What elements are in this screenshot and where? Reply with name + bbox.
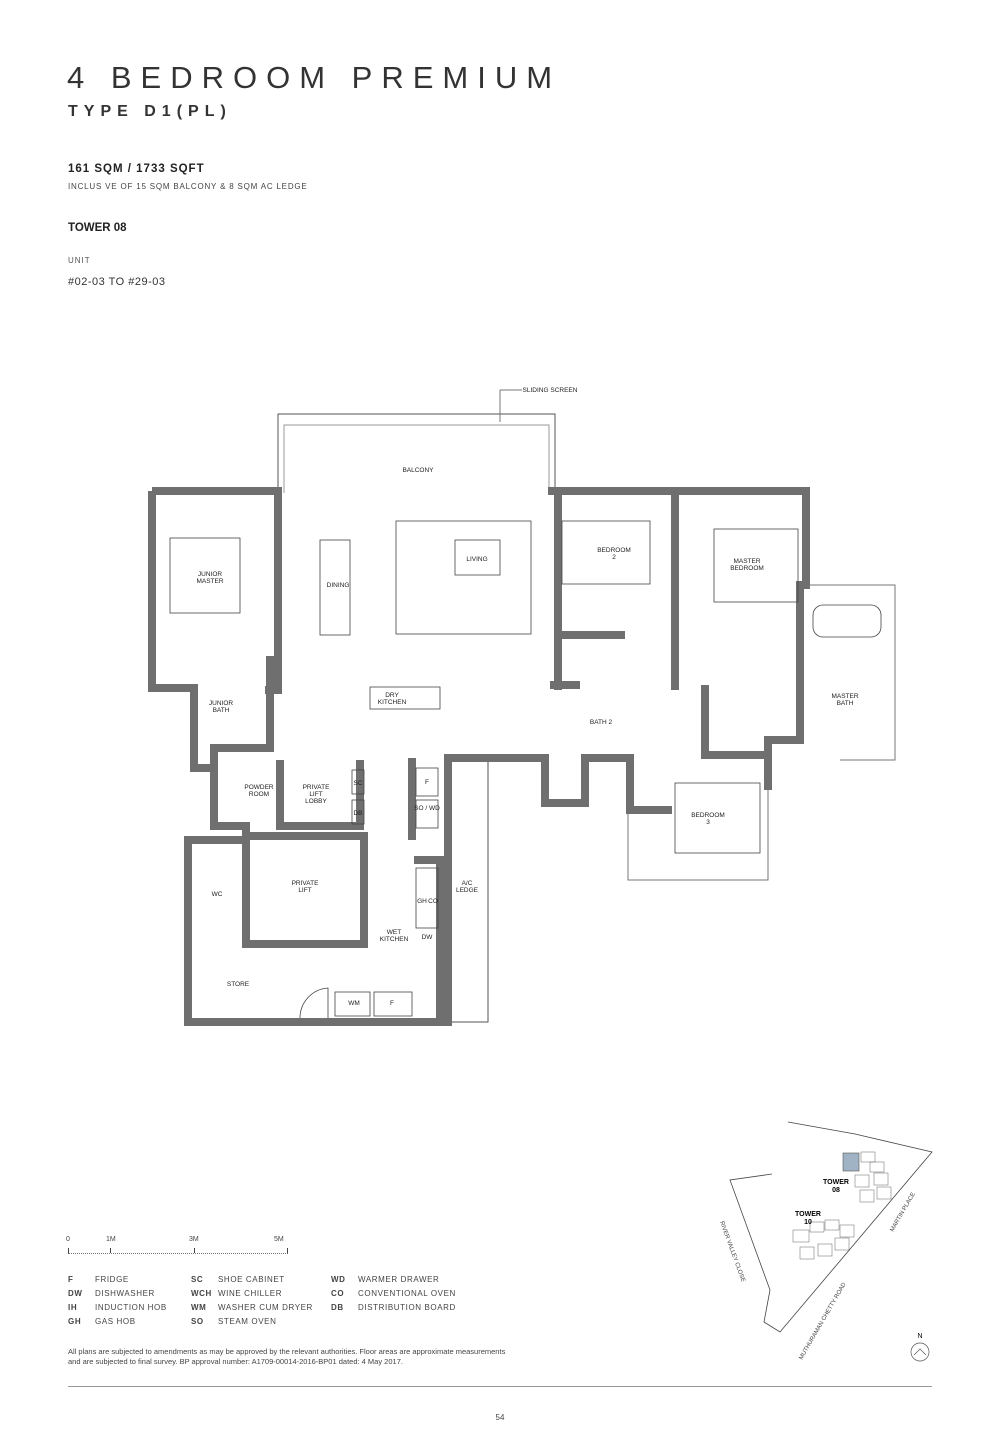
tower-10-footprint	[792, 1219, 855, 1260]
junior-master-label: MASTER	[196, 578, 223, 585]
scale-tick: 0	[66, 1236, 70, 1243]
so-wd-label: SO / WD	[414, 805, 440, 812]
ac-ledge-label: LEDGE	[456, 887, 479, 894]
bedroom2-label: BEDROOM	[597, 547, 631, 554]
page-number: 54	[495, 1413, 505, 1422]
area-inclusion-note: INCLUS VE OF 15 SQM BALCONY & 8 SQM AC L…	[68, 182, 308, 191]
unit-area: 161 SQM / 1733 SQFT	[68, 163, 205, 175]
master-bath-label: MASTER	[831, 693, 858, 700]
footer-divider	[68, 1386, 932, 1387]
private-lift-label: LIFT	[298, 887, 311, 894]
db-label: DB	[353, 810, 362, 817]
bedroom2-bed	[561, 520, 651, 585]
balcony-outline	[277, 413, 556, 493]
sc-label: SC	[353, 780, 362, 787]
site-plan: TOWER 08 TOWER 10 RIVER VALLEY CLOSE MUT…	[718, 1121, 933, 1362]
bedroom2-label: 2	[612, 554, 616, 561]
wet-kitchen-label: KITCHEN	[380, 936, 409, 943]
gas-hob-label: GH	[417, 898, 427, 905]
dry-kitchen-island	[369, 686, 441, 710]
oven-label: CO	[428, 898, 438, 905]
bathtub	[812, 604, 882, 638]
scale-tick: 5M	[274, 1236, 284, 1243]
north-label: N	[917, 1333, 922, 1340]
master-bedroom-label: MASTER	[733, 558, 760, 565]
site-boundary	[729, 1121, 933, 1333]
bath2-label: BATH 2	[590, 719, 613, 726]
washer-label: WM	[348, 1000, 360, 1007]
bedroom3-label: 3	[706, 819, 710, 826]
dining-table	[319, 539, 351, 636]
road-label: MUTHURAMAN CHETTY ROAD	[799, 1281, 848, 1361]
scale-tick: 1M	[106, 1236, 116, 1243]
junior-bath-label: JUNIOR	[209, 700, 234, 707]
fridge-label: F	[390, 1000, 394, 1007]
living-label: LIVING	[466, 556, 487, 563]
store-door	[299, 987, 329, 1019]
tower-08-footprint	[854, 1151, 892, 1203]
lift-lobby-label: LOBBY	[305, 798, 327, 805]
junior-master-bed	[169, 537, 241, 614]
balcony-label: BALCONY	[402, 467, 434, 474]
walls	[148, 487, 810, 1026]
road-label: RIVER VALLEY CLOSE	[718, 1221, 746, 1283]
page-title: 4 BEDROOM PREMIUM	[67, 60, 562, 95]
junior-master-label: JUNIOR	[198, 571, 223, 578]
tower-08-label: 08	[832, 1187, 840, 1194]
dining-label: DINING	[327, 582, 350, 589]
unit-highlight	[842, 1152, 860, 1172]
room-labels: SLIDING SCREEN BALCONY JUNIOR MASTER DIN…	[196, 387, 858, 1007]
tower-name: TOWER 08	[68, 222, 127, 234]
wc-label: WC	[212, 891, 223, 898]
master-bath-label: BATH	[837, 700, 854, 707]
floor-plan: SLIDING SCREEN BALCONY JUNIOR MASTER DIN…	[148, 387, 896, 1026]
living-sofa	[395, 520, 532, 635]
dry-kitchen-label: DRY	[385, 692, 399, 699]
unit-range: #02-03 TO #29-03	[68, 276, 166, 288]
tower-10-label: TOWER	[795, 1211, 821, 1218]
dishwasher-label: DW	[422, 934, 434, 941]
tower-08-label: TOWER	[823, 1179, 849, 1186]
unit-type: TYPE D1(PL)	[68, 103, 232, 120]
dry-kitchen-label: KITCHEN	[378, 699, 407, 706]
powder-room-label: POWDER	[244, 784, 274, 791]
unit-label: UNIT	[68, 256, 91, 265]
north-arrow-icon	[910, 1342, 930, 1362]
wet-kitchen-label: WET	[387, 929, 401, 936]
lift-lobby-label: LIFT	[309, 791, 322, 798]
master-bed	[713, 528, 799, 603]
bedroom3-label: BEDROOM	[691, 812, 725, 819]
disclaimer: All plans are subjected to amendments as…	[68, 1347, 506, 1366]
fridge-label: F	[425, 779, 429, 786]
ac-ledge-label: A/C	[462, 880, 473, 887]
store-label: STORE	[227, 981, 250, 988]
scale-bar: 0 1M 3M 5M	[66, 1236, 291, 1256]
powder-room-label: ROOM	[249, 791, 269, 798]
private-lift-label: PRIVATE	[292, 880, 320, 887]
scale-tick: 3M	[189, 1236, 199, 1243]
master-bedroom-label: BEDROOM	[730, 565, 764, 572]
furniture	[169, 520, 882, 1019]
bedroom3-bed	[674, 782, 761, 854]
lift-lobby-label: PRIVATE	[303, 784, 331, 791]
sliding-screen-label: SLIDING SCREEN	[523, 387, 578, 394]
junior-bath-label: BATH	[213, 707, 230, 714]
tower-10-label: 10	[804, 1219, 812, 1226]
